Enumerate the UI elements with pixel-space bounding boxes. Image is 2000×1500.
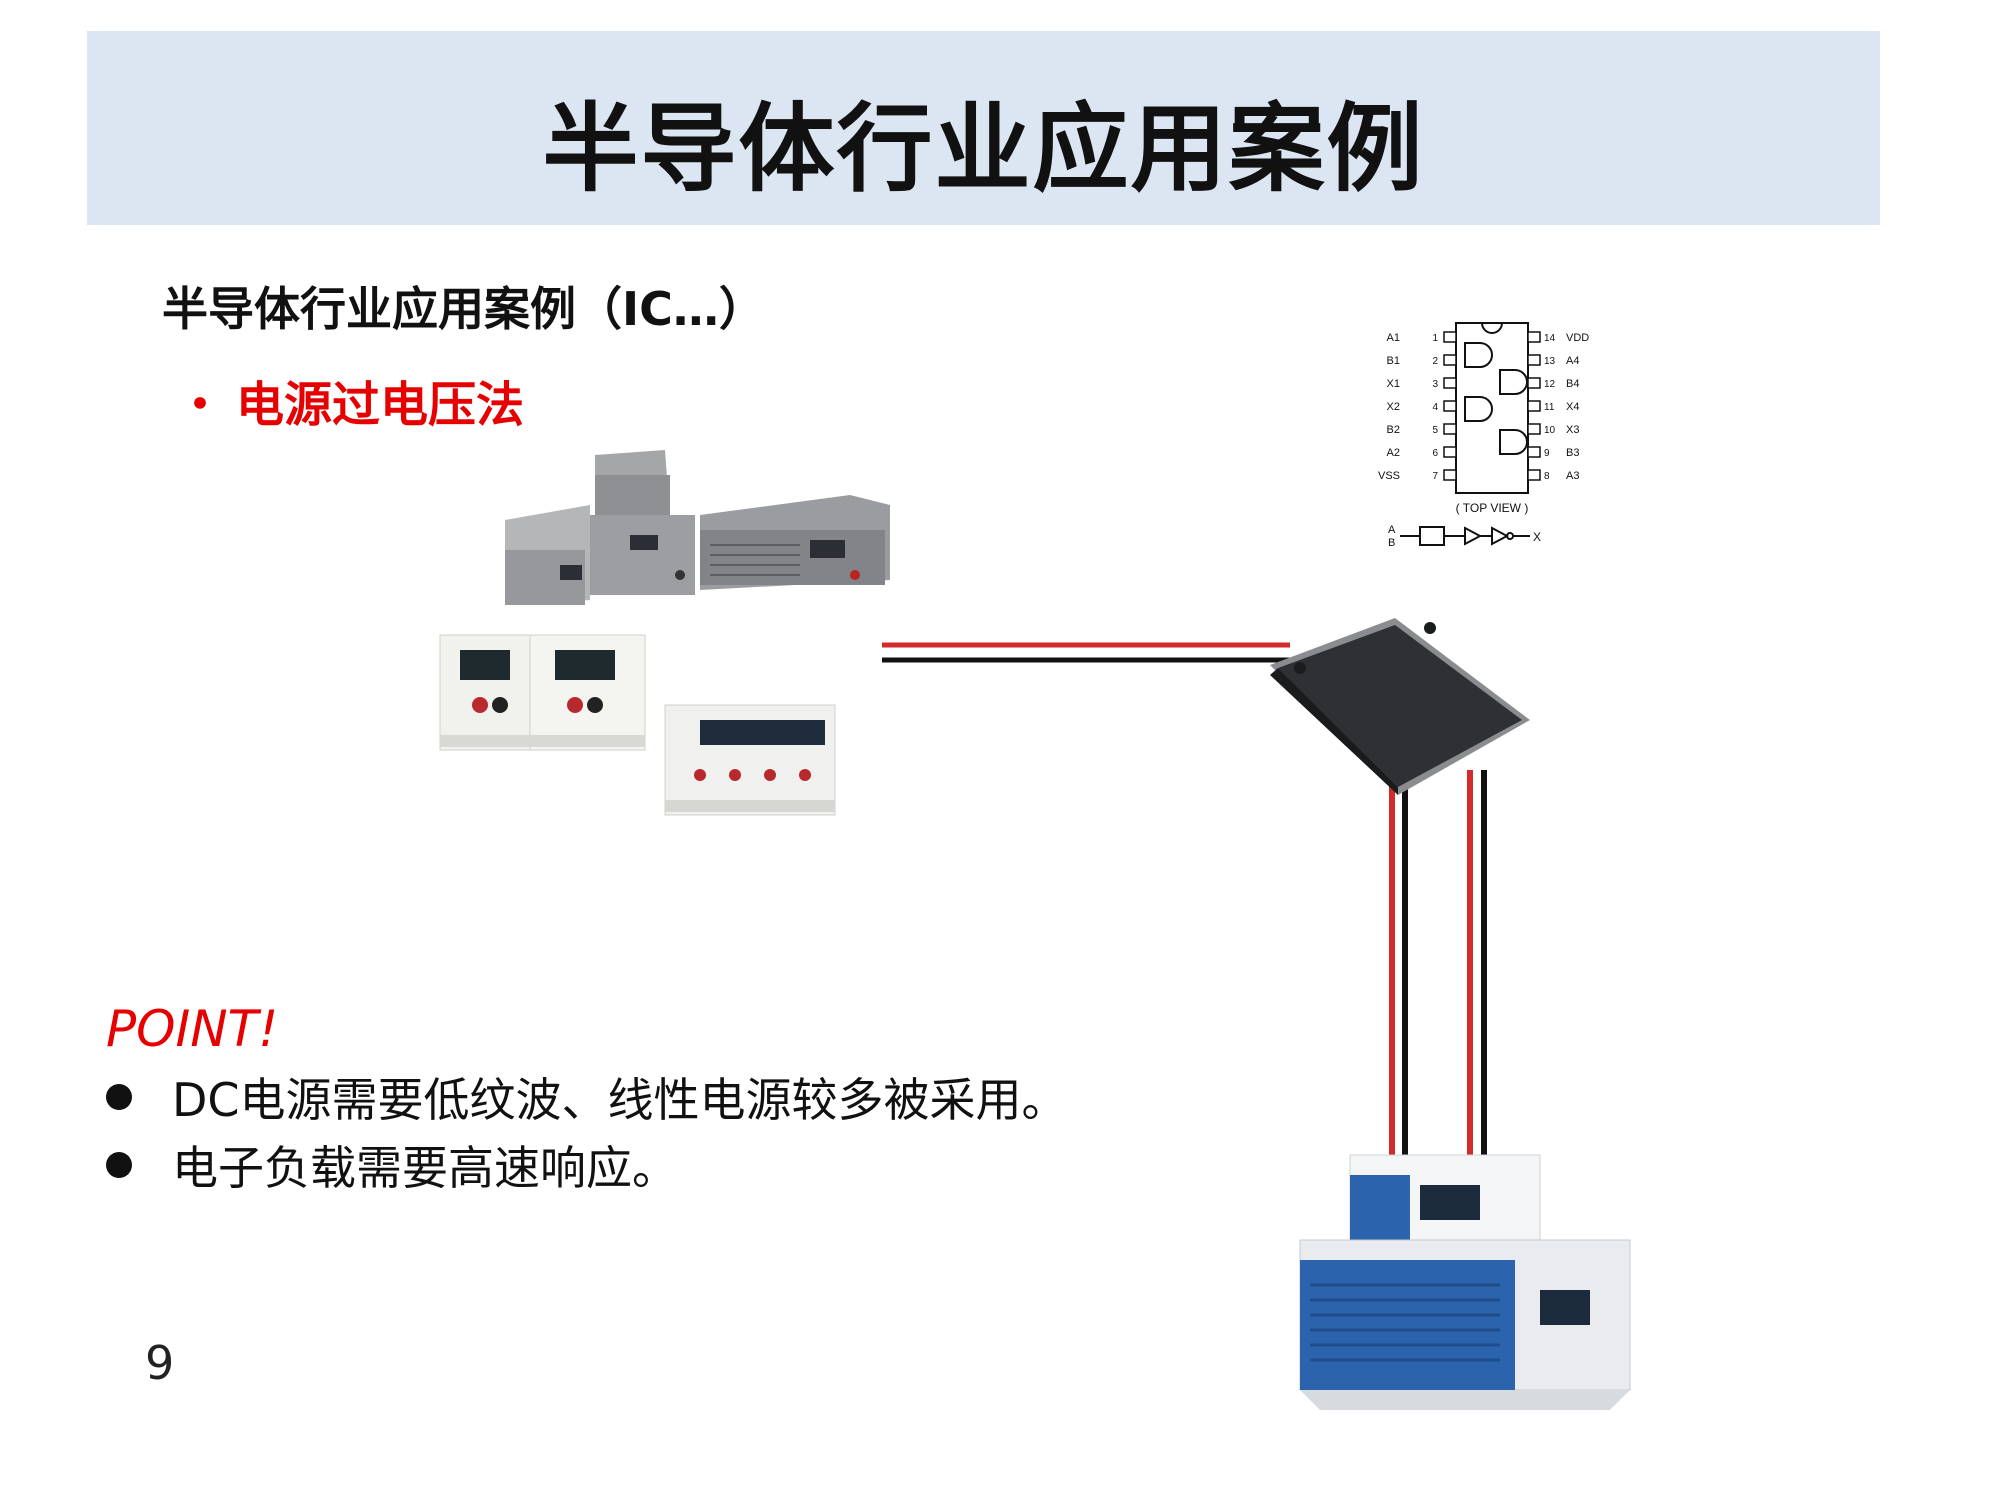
pin-right: [1527, 377, 1541, 389]
pin-label-right: VDD: [1566, 332, 1589, 344]
pin-right: [1527, 354, 1541, 366]
pin-number-left: 5: [1432, 425, 1438, 436]
pin-label-left: X2: [1387, 401, 1400, 413]
pin-left: [1443, 377, 1457, 389]
point-item: 电子负载需要高速响应。: [106, 1131, 1068, 1199]
pin-number-right: 14: [1544, 333, 1556, 344]
pin-left: [1443, 446, 1457, 458]
pin-label-right: B3: [1566, 447, 1579, 459]
pin-label-right: B4: [1566, 378, 1579, 390]
pin-right: [1527, 469, 1541, 481]
pin-number-right: 11: [1544, 402, 1555, 413]
point-heading: POINT!: [106, 1000, 279, 1058]
pin-right: [1527, 423, 1541, 435]
logic-symbol: [1400, 526, 1530, 546]
pin-right: [1527, 331, 1541, 343]
pin-label-left: B2: [1387, 424, 1400, 436]
pin-left: [1443, 423, 1457, 435]
pin-label-left: B1: [1387, 355, 1400, 367]
bullet-dot: [106, 1152, 132, 1178]
pin-left: [1443, 331, 1457, 343]
pin-label-right: A3: [1566, 470, 1579, 482]
pin-number-right: 12: [1544, 379, 1556, 390]
pin-number-left: 4: [1432, 402, 1438, 413]
top-view-label: ( TOP VIEW ): [1456, 501, 1529, 515]
pin-number-left: 7: [1432, 471, 1438, 482]
pin-number-right: 10: [1544, 425, 1556, 436]
pin-number-left: 6: [1432, 448, 1438, 459]
method-label: 电源过电压法: [236, 377, 525, 433]
pin-left: [1443, 400, 1457, 412]
method-line: ・电源过电压法: [176, 365, 524, 435]
section-subtitle: 半导体行业应用案例（IC…）: [162, 282, 765, 336]
pin-left: [1443, 469, 1457, 481]
pin-number-right: 9: [1544, 448, 1550, 459]
logic-input-b: B: [1388, 537, 1395, 549]
page-number: 9: [145, 1336, 175, 1390]
pin-number-right: 8: [1544, 471, 1550, 482]
pin-number-left: 3: [1432, 379, 1438, 390]
pin-label-left: A1: [1387, 332, 1400, 344]
pin-number-right: 13: [1544, 356, 1556, 367]
pin-right: [1527, 400, 1541, 412]
point-item-text: DC电源需要低纹波、线性电源较多被采用。: [172, 1073, 1068, 1127]
pin-number-left: 1: [1432, 333, 1438, 344]
method-bullet: ・: [176, 377, 225, 433]
pin-label-left: X1: [1387, 378, 1400, 390]
logic-input-a: A: [1388, 524, 1396, 536]
dc-power-supply-white-group-image: [439, 634, 836, 816]
page-title: 半导体行业应用案例: [542, 93, 1425, 205]
point-item: DC电源需要低纹波、线性电源较多被采用。: [106, 1063, 1068, 1131]
pin-number-left: 2: [1432, 356, 1438, 367]
pin-left: [1443, 354, 1457, 366]
electronic-load-image: [1299, 1154, 1631, 1410]
ic-chip-image: [1270, 618, 1530, 795]
pin-label-left: A2: [1387, 447, 1400, 459]
point-list: DC电源需要低纹波、线性电源较多被采用。 电子负载需要高速响应。: [106, 1063, 1068, 1199]
bullet-dot: [106, 1084, 132, 1110]
pin-label-right: A4: [1566, 355, 1579, 367]
pin-label-right: X3: [1566, 424, 1579, 436]
logic-output-x: X: [1533, 530, 1541, 544]
pin-label-left: VSS: [1378, 470, 1400, 482]
pin-label-right: X4: [1566, 401, 1579, 413]
pin-right: [1527, 446, 1541, 458]
point-item-text: 电子负载需要高速响应。: [172, 1141, 678, 1195]
title-bar: 半导体行业应用案例: [87, 31, 1880, 225]
dc-power-supply-group-image: [505, 450, 890, 605]
